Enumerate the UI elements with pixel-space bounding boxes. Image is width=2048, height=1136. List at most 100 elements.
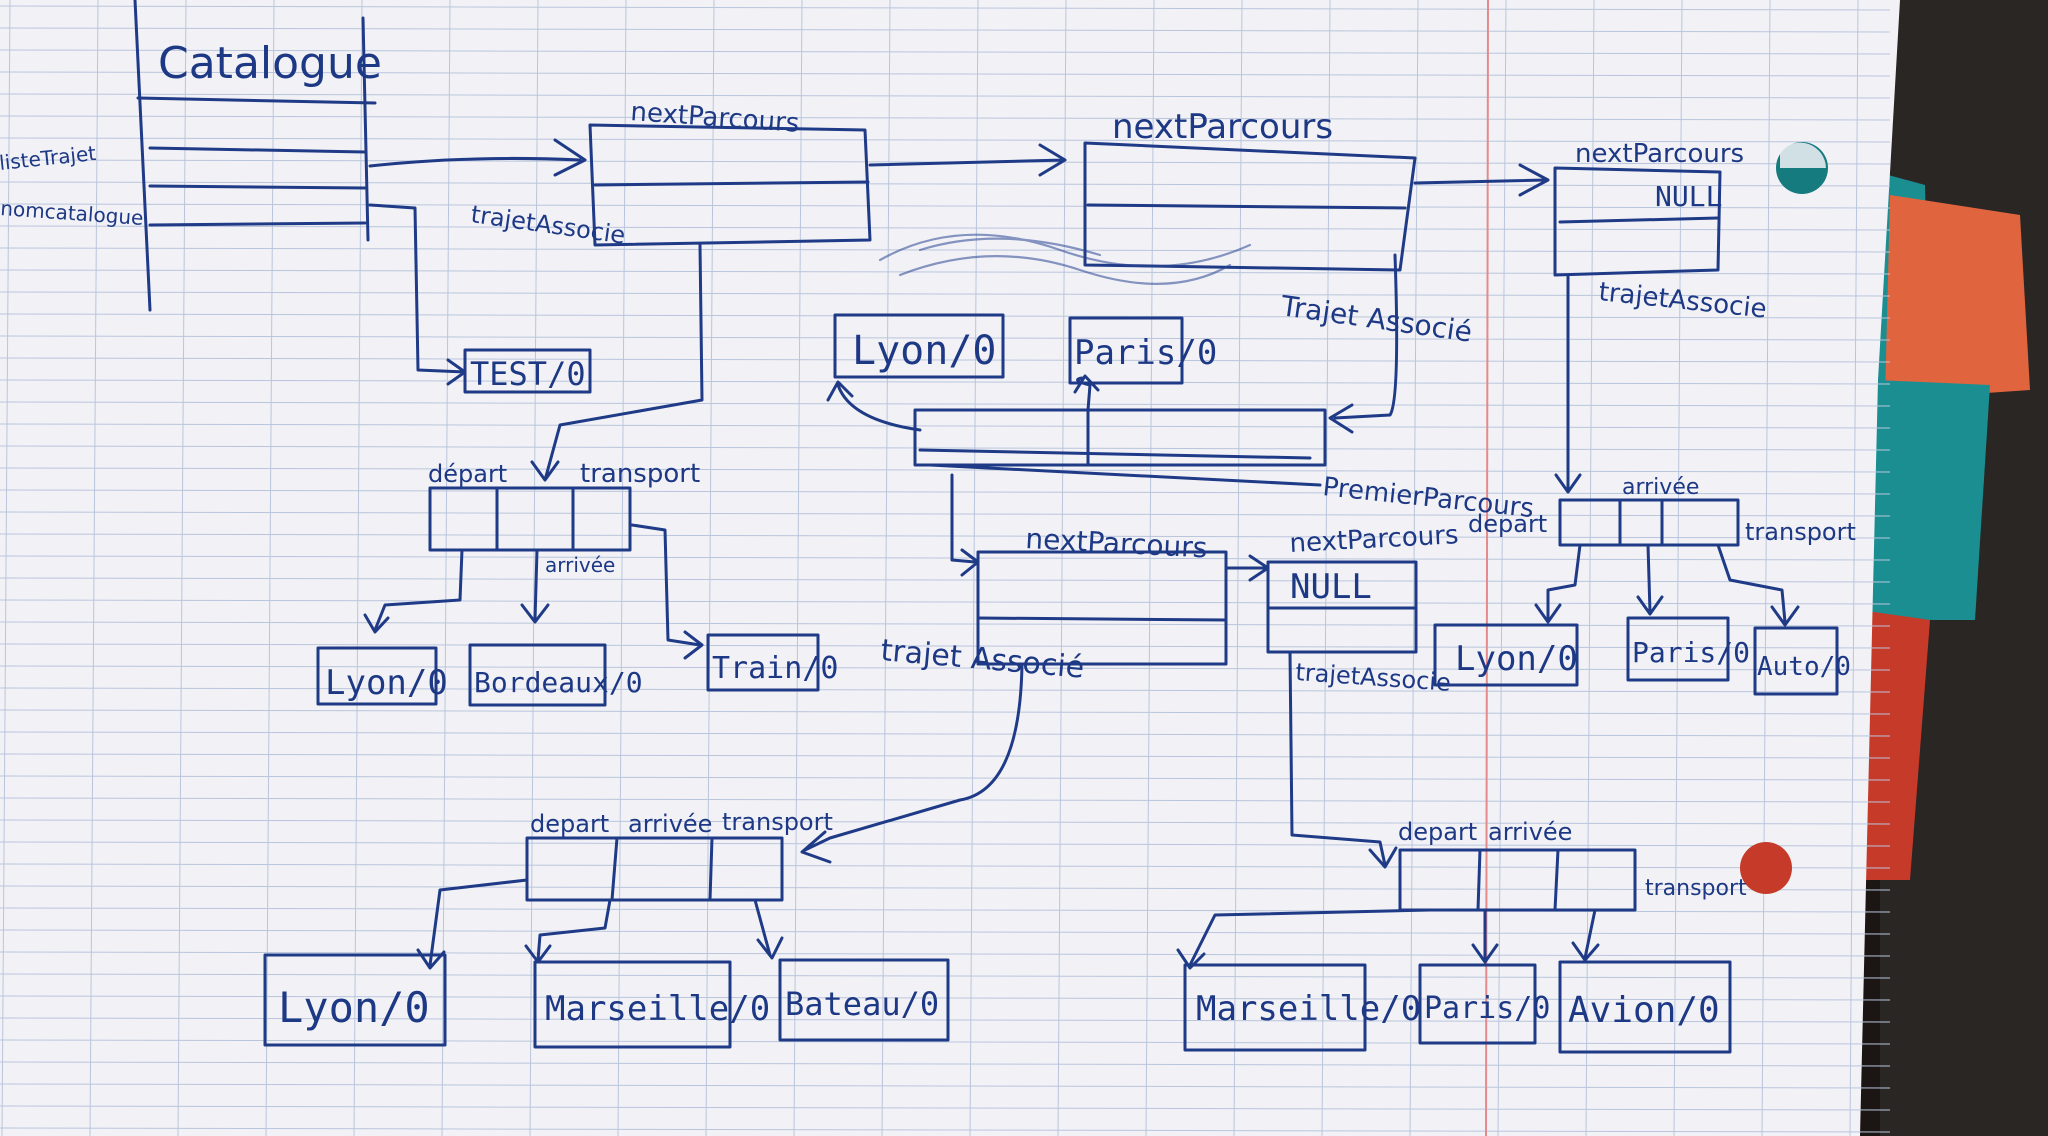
trajet-struct-3: depart arrivée transport bbox=[1398, 818, 1747, 912]
divider-tab-orange bbox=[1885, 195, 2030, 400]
grid-line-horizontal bbox=[0, 27, 1891, 33]
grid-line-horizontal bbox=[0, 93, 1891, 99]
grid-line-horizontal bbox=[0, 401, 1891, 407]
value-box-marseille-2: Marseille/0 bbox=[1183, 963, 1421, 1052]
value-box-train: Train/0 bbox=[706, 633, 838, 692]
grid-line-horizontal bbox=[0, 467, 1891, 473]
arrow-np4-to-traj2 bbox=[800, 662, 1024, 864]
value-paris-2-label: Paris/0 bbox=[1424, 991, 1550, 1026]
grid-line-horizontal bbox=[0, 863, 1891, 869]
grid-line-horizontal bbox=[0, 445, 1891, 451]
value-paris-3-label: Paris/0 bbox=[1632, 636, 1750, 669]
grid-line-horizontal bbox=[0, 819, 1891, 825]
arrow-traj1-depart bbox=[363, 548, 464, 634]
grid-line-vertical bbox=[1673, 0, 1683, 1136]
divider-tab-teal-2 bbox=[1870, 380, 1990, 620]
value-lyon-2-label: Lyon/0 bbox=[852, 328, 997, 374]
grid-line-horizontal bbox=[0, 995, 1891, 1001]
grid-line-horizontal bbox=[0, 643, 1891, 649]
grid-line-vertical bbox=[265, 0, 275, 1136]
value-lyon-4-label: Lyon/0 bbox=[1455, 639, 1578, 679]
grid-line-horizontal bbox=[0, 775, 1891, 781]
grid-line-horizontal bbox=[0, 115, 1891, 121]
arrow-compound-to-lyon bbox=[826, 380, 922, 432]
value-box-marseille-1: Marseille/0 bbox=[533, 960, 770, 1049]
value-box-paris-2: Paris/0 bbox=[1418, 963, 1550, 1045]
value-box-paris-3: Paris/0 bbox=[1626, 616, 1750, 682]
traj1-depart-header: départ bbox=[428, 460, 507, 488]
grid-line-horizontal bbox=[0, 731, 1891, 737]
traj2-transport-header: transport bbox=[722, 808, 833, 836]
value-box-lyon-3: Lyon/0 bbox=[263, 953, 447, 1047]
value-box-lyon-2: Lyon/0 bbox=[833, 313, 1005, 379]
arrow-traj3-transport bbox=[1571, 908, 1600, 962]
arrow-traj4-arrivee bbox=[1636, 543, 1664, 616]
arrow-traj1-transport bbox=[630, 523, 704, 660]
parcours-node-5: nextParcours NULL trajetAssocie bbox=[1266, 520, 1459, 697]
grid-line-horizontal bbox=[0, 753, 1891, 759]
traj1-arrivee-header: arrivée bbox=[545, 553, 615, 577]
value-avion-label: Avion/0 bbox=[1568, 990, 1720, 1031]
arrow-np5-to-traj3 bbox=[1288, 650, 1398, 869]
arrow-np1-to-np2 bbox=[868, 143, 1067, 177]
grid-line-horizontal bbox=[0, 423, 1891, 429]
punch-hole-bottom bbox=[1740, 842, 1792, 894]
arrow-traj2-transport bbox=[753, 898, 784, 960]
grid-line-horizontal bbox=[0, 1061, 1891, 1067]
grid-line-horizontal bbox=[0, 137, 1891, 143]
grid-line-horizontal bbox=[0, 203, 1891, 209]
test-value-label: TEST/0 bbox=[470, 355, 586, 393]
erased-scribble bbox=[878, 233, 1252, 285]
grid-line-horizontal bbox=[0, 379, 1891, 385]
grid-line-vertical bbox=[1321, 0, 1331, 1136]
value-train-label: Train/0 bbox=[712, 651, 838, 686]
grid-line-horizontal bbox=[0, 709, 1891, 715]
grid-line-horizontal bbox=[0, 335, 1891, 341]
grid-line-horizontal bbox=[0, 225, 1891, 231]
arrow-np3-to-traj4 bbox=[1554, 273, 1582, 494]
grid-line-horizontal bbox=[0, 489, 1891, 495]
grid-line-horizontal bbox=[0, 71, 1891, 77]
grid-line-horizontal bbox=[0, 841, 1891, 847]
traj2-arrivee-header: arrivée bbox=[628, 810, 712, 838]
value-bordeaux-label: Bordeaux/0 bbox=[474, 666, 643, 699]
grid-line-horizontal bbox=[0, 599, 1891, 605]
grid-line-horizontal bbox=[0, 291, 1891, 297]
traj3-transport-header: transport bbox=[1645, 876, 1747, 901]
np3-null: NULL bbox=[1655, 180, 1722, 213]
grid-line-vertical bbox=[881, 0, 891, 1136]
value-lyon-1-label: Lyon/0 bbox=[325, 663, 448, 703]
grid-line-horizontal bbox=[0, 1017, 1891, 1023]
grid-line-horizontal bbox=[0, 797, 1891, 803]
grid-line-vertical bbox=[1145, 0, 1155, 1136]
value-lyon-3-label: Lyon/0 bbox=[278, 983, 430, 1032]
grid-line-vertical bbox=[1057, 0, 1067, 1136]
traj1-transport-header: transport bbox=[580, 459, 700, 489]
grid-line-vertical bbox=[177, 0, 187, 1136]
value-box-avion: Avion/0 bbox=[1558, 960, 1732, 1054]
np3-title: nextParcours bbox=[1575, 139, 1744, 169]
arrow-catalogue-to-np1 bbox=[368, 138, 587, 177]
grid-line-horizontal bbox=[0, 247, 1891, 253]
grid-line-vertical bbox=[705, 0, 715, 1136]
value-box-lyon-1: Lyon/0 bbox=[316, 646, 448, 706]
arrow-compound-to-paris bbox=[1073, 374, 1100, 412]
np5-null: NULL bbox=[1290, 567, 1372, 607]
trajet-struct-1: départ transport arrivée bbox=[428, 459, 700, 577]
traj3-depart-header: depart bbox=[1398, 818, 1477, 846]
value-marseille-2-label: Marseille/0 bbox=[1196, 989, 1421, 1029]
arrow-traj4-depart bbox=[1534, 543, 1582, 624]
grid-line-vertical bbox=[617, 0, 627, 1136]
traj4-arrivee-header: arrivée bbox=[1622, 475, 1699, 500]
traj4-depart-header: depart bbox=[1468, 510, 1547, 538]
arrow-traj1-arrivee bbox=[520, 548, 550, 624]
traj3-arrivee-header: arrivée bbox=[1488, 818, 1572, 846]
grid-line-vertical bbox=[793, 0, 803, 1136]
catalogue-title: Catalogue bbox=[158, 38, 382, 89]
arrow-traj4-transport bbox=[1716, 543, 1800, 627]
value-paris-1-label: Paris/0 bbox=[1074, 333, 1217, 373]
value-box-bordeaux: Bordeaux/0 bbox=[468, 643, 643, 707]
grid-line-horizontal bbox=[0, 951, 1891, 957]
grid-line-horizontal bbox=[0, 357, 1891, 363]
grid-line-horizontal bbox=[0, 885, 1891, 891]
